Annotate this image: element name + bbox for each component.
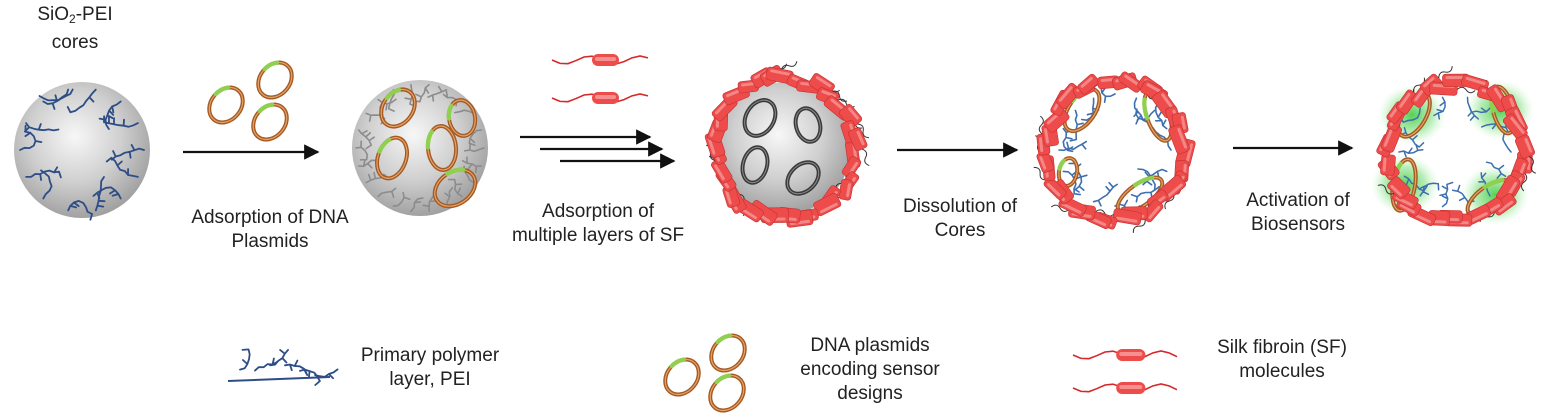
pei-chains [19,88,145,221]
silica-core [14,82,150,218]
plasmid [256,60,294,100]
sf-block [838,103,870,139]
plasmid [446,98,478,138]
step-label-dissolution: Dissolution of Cores [902,196,1018,241]
silk-fibroin-shell [1033,71,1196,233]
sf-molecule [551,54,649,66]
sf-block [1387,176,1411,200]
sf-molecule [1072,349,1178,361]
sf-block [1515,134,1536,174]
core-label-line1: SiO2-PEI [37,4,113,26]
plasmid [742,98,778,138]
sf-block [848,127,870,167]
adsorbed-plasmids [375,87,478,209]
step-label-adsorption-sf: Adsorption of multiple layers of SF [511,201,685,246]
sf-block [838,178,854,201]
pei-polymer-icon [227,348,339,386]
core-label-line2: cores [51,32,99,53]
sf-block [1095,208,1142,226]
plasmid [709,333,747,373]
plasmid [379,87,417,129]
sf-block [1395,77,1425,115]
free-dna-plasmids [207,60,294,142]
hollow-capsule [1033,71,1196,233]
sf-molecule [1072,382,1178,394]
plasmid [740,145,770,185]
sf-molecule [551,92,649,104]
plasmid [425,124,459,172]
legend-label-silk-fibroin: Silk fibroin (SF) molecules [1217,337,1347,382]
silica-core [352,80,488,216]
sf-block [1033,166,1067,200]
plasmid [708,373,746,413]
adsorbed-plasmids [740,98,823,196]
dna-plasmid-icon [663,333,747,413]
plasmid [432,167,478,209]
sf-block [765,66,794,85]
plasmid [793,106,823,144]
silk-fibroin-icon [1072,349,1178,394]
sf-block [1168,124,1190,155]
plasmid [251,102,289,142]
activated-biosensor-capsule [1371,66,1536,227]
sf-block [1077,73,1100,95]
plasmid [207,85,245,125]
legend-label-plasmids: DNA plasmids encoding sensor designs [800,335,940,404]
legend-label-pei: Primary polymer layer, PEI [360,345,500,390]
step-label-activation: Activation of Biosensors [1246,190,1350,235]
sio2-pei-core-particle [14,82,150,221]
plasmid [785,160,821,196]
sf-coated-core-particle [704,61,870,228]
plasmid [663,357,701,397]
silk-fibroin-shell [1376,66,1536,227]
step-label-adsorption-dna: Adsorption of DNA Plasmids [191,207,349,252]
core-label: SiO2-PEI cores [10,3,140,55]
free-silk-fibroin-molecules [551,54,649,104]
plasmid [375,135,409,181]
silk-fibroin-shell [704,61,870,228]
plasmid-coated-core-particle [352,80,488,216]
